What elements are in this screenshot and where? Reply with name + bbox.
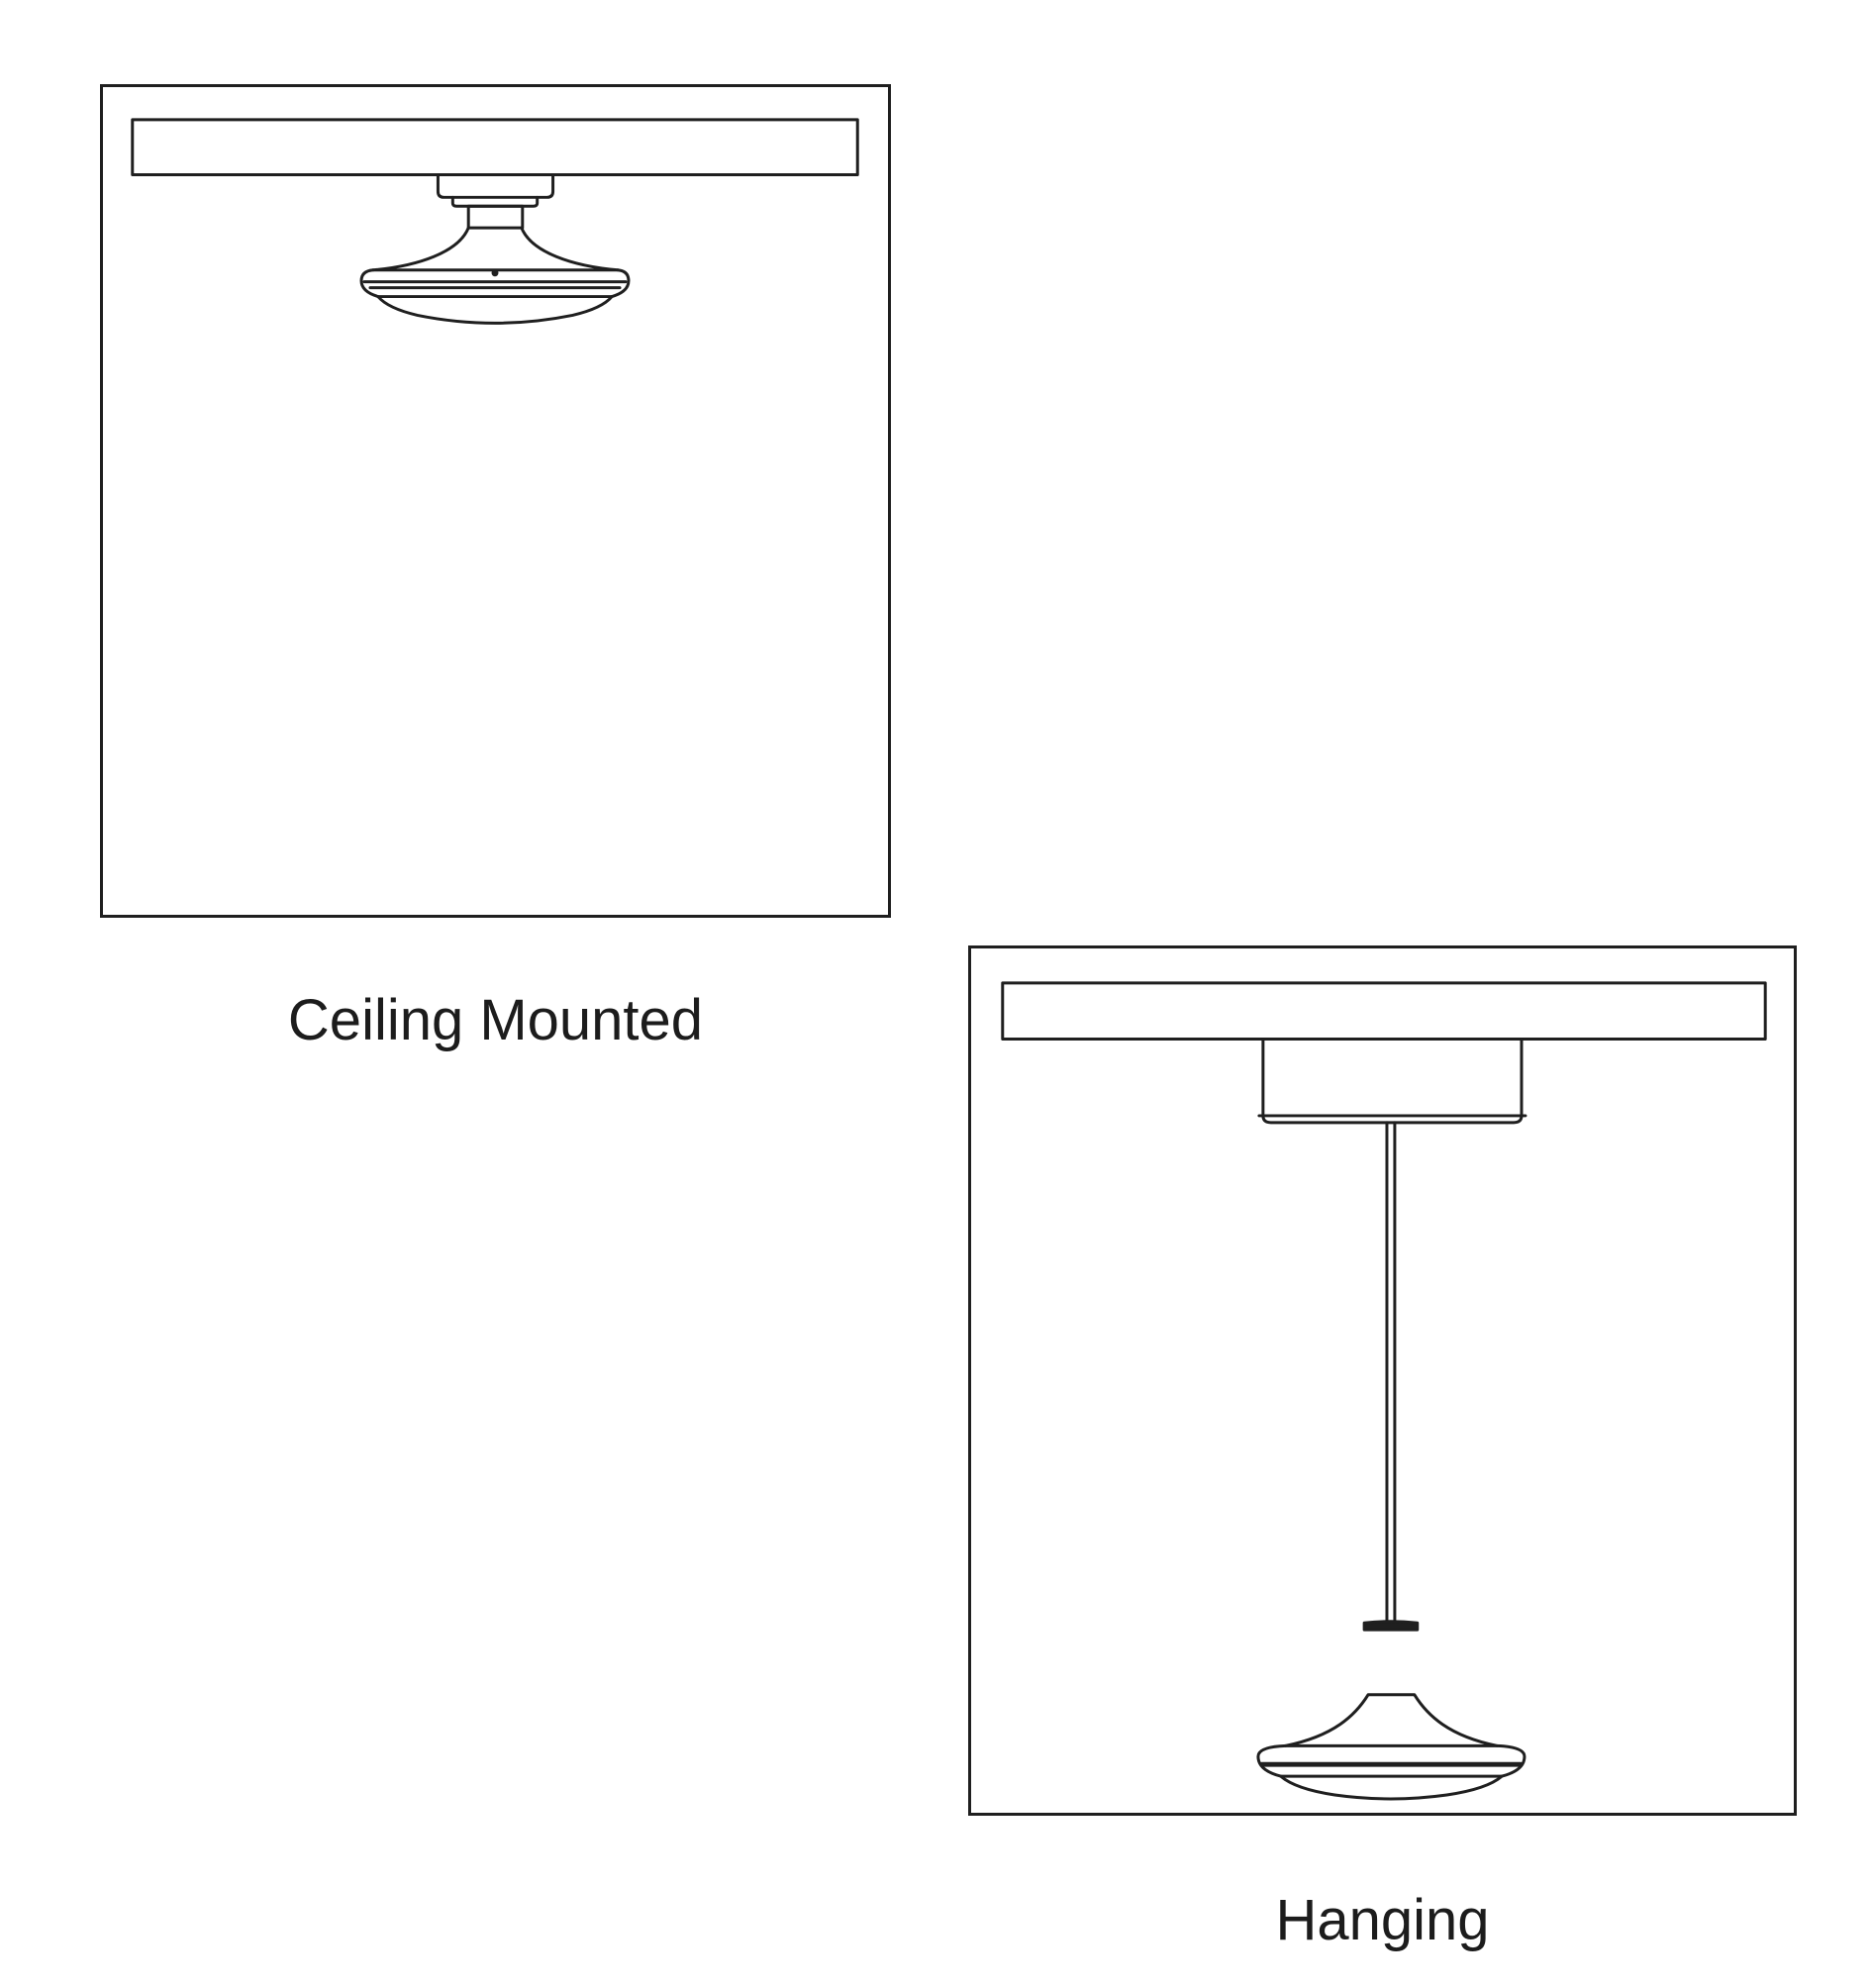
canopy-plate xyxy=(436,173,555,199)
ceiling-slab xyxy=(131,118,859,176)
hanging-drawing xyxy=(1001,981,1767,1801)
ceiling-mounted-drawing xyxy=(131,118,859,325)
ceiling-mounted-caption: Ceiling Mounted xyxy=(287,988,704,1052)
fixture-lens xyxy=(376,295,614,325)
hanging-panel xyxy=(968,945,1797,1816)
fixture-disc xyxy=(359,268,631,299)
canopy-box xyxy=(1261,1038,1524,1125)
hanging-caption: Hanging xyxy=(1275,1888,1490,1952)
ceiling-slab xyxy=(1001,981,1767,1041)
fixture-collar xyxy=(466,204,525,230)
fixture-disc xyxy=(1256,1743,1526,1778)
fixture-dome xyxy=(1284,1693,1499,1747)
fixture-lens xyxy=(1279,1774,1504,1801)
rod-end-cap xyxy=(1362,1620,1420,1632)
ceiling-mounted-panel xyxy=(100,84,891,918)
fixture-dome xyxy=(371,226,620,272)
